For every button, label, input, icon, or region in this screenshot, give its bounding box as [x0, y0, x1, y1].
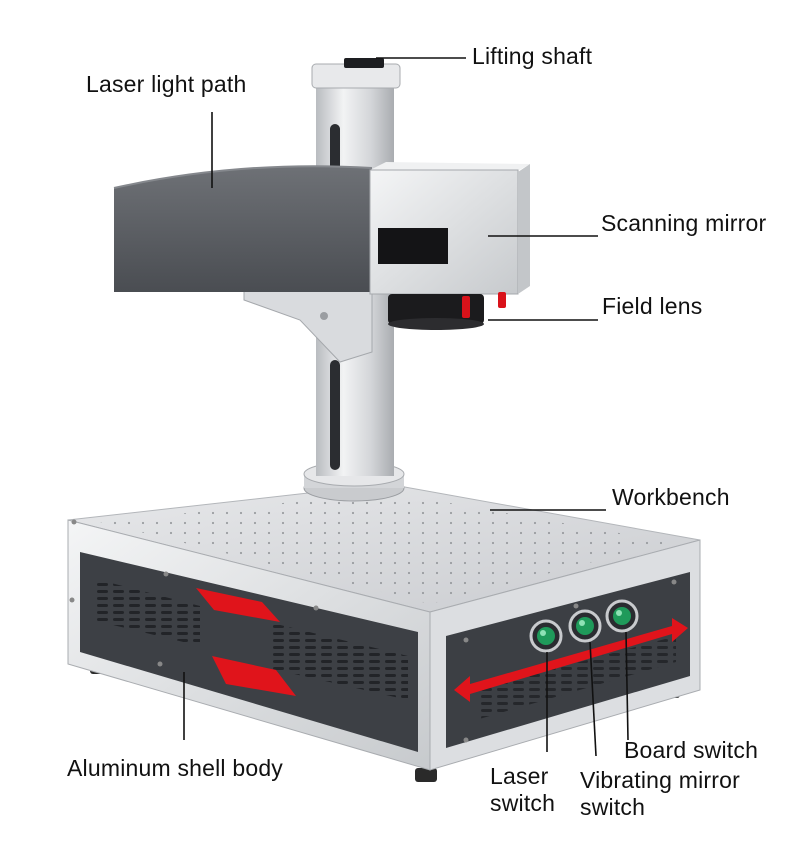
scanning-mirror-side — [518, 164, 530, 294]
label-laser-switch: Laser switch — [490, 763, 555, 817]
label-board-switch: Board switch — [624, 737, 759, 763]
foot-front-right — [415, 768, 437, 782]
workbench-hole-grid — [100, 492, 670, 604]
label-vibrating-mirror-switch: Vibrating mirror switch — [580, 767, 740, 821]
front-red-accent-bottom — [212, 656, 296, 696]
screw — [671, 579, 677, 585]
field-lens — [388, 294, 484, 324]
label-lifting-shaft: Lifting shaft — [472, 43, 593, 69]
red-pointer-left — [462, 296, 470, 318]
column-slot-lower — [330, 360, 340, 470]
red-pointer-right — [498, 292, 506, 308]
front-vent-right — [268, 622, 408, 700]
side-red-arrow — [454, 618, 688, 702]
screw — [163, 571, 169, 577]
front-vent-left — [92, 578, 200, 646]
field-lens-rim — [388, 318, 484, 330]
label-field-lens: Field lens — [602, 293, 703, 319]
label-vibrating-mirror-switch-line-1: Vibrating mirror — [580, 767, 740, 793]
screw — [463, 737, 469, 743]
screw — [573, 603, 579, 609]
front-red-accent-top — [196, 588, 280, 622]
screw — [71, 519, 77, 525]
label-vibrating-mirror-switch-line-2: switch — [580, 794, 646, 820]
label-laser-light-path: Laser light path — [86, 71, 247, 97]
vibrating-mirror-switch[interactable] — [568, 609, 602, 643]
screw — [69, 597, 75, 603]
label-laser-switch-line-2: switch — [490, 790, 556, 816]
leader-vibrating-mirror-switch — [589, 641, 597, 757]
screw — [157, 661, 163, 667]
label-laser-switch-line-1: Laser — [490, 763, 549, 789]
screw — [313, 605, 319, 611]
screw — [463, 637, 469, 643]
leader-board-switch — [625, 631, 629, 741]
scanning-mirror-window — [378, 228, 448, 264]
board-switch[interactable] — [605, 599, 639, 633]
lifting-shaft-knob — [344, 58, 384, 68]
label-scanning-mirror: Scanning mirror — [601, 210, 767, 236]
screw — [320, 312, 328, 320]
laser-switch[interactable] — [529, 619, 563, 653]
label-workbench: Workbench — [612, 484, 730, 510]
leader-lines — [183, 57, 629, 757]
label-aluminum-shell-body: Aluminum shell body — [67, 755, 284, 781]
head-bracket — [243, 285, 373, 363]
laser-light-path-housing — [114, 166, 372, 292]
